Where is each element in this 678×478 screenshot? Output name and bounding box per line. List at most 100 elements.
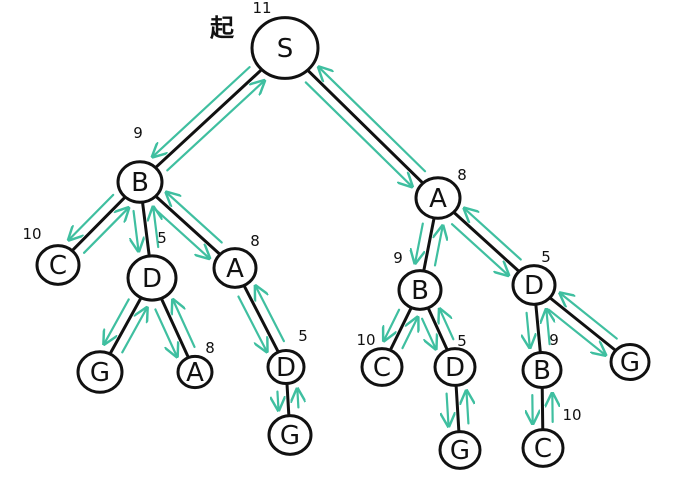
node-cost-label: 10 [22, 225, 41, 243]
node-label: G [280, 421, 300, 451]
node-label: G [450, 436, 470, 466]
tree-edge-b1-d1 [141, 202, 151, 256]
node-circle [438, 430, 482, 470]
tree-node-c3: C 10 [521, 406, 582, 468]
tree-edge-b3-c3 [540, 387, 545, 430]
traverse-down-arrow-s-b1 [154, 66, 251, 156]
tree-node-d2: D5 [266, 327, 308, 386]
node-cost-label: 8 [250, 232, 260, 250]
node-label: C [373, 353, 391, 383]
traverse-up-arrow-b2-d4 [440, 310, 455, 341]
tree-node-g2: G [267, 414, 313, 456]
start-label: 起 [209, 14, 235, 42]
traverse-up-arrow-d1-a3 [174, 301, 196, 349]
node-label: G [90, 358, 110, 388]
node-cost-label: 9 [133, 124, 143, 142]
node-label: G [620, 348, 640, 378]
node-circle [212, 247, 258, 289]
node-circle [250, 16, 320, 80]
tree-edge-s-b1 [154, 68, 263, 169]
traverse-up-arrow-b1-c1 [82, 209, 127, 254]
traverse-up-arrow-a2-d2 [256, 287, 285, 343]
tree-node-b1: B9 [116, 124, 164, 204]
node-cost-label: 5 [298, 327, 308, 345]
traverse-up-arrow-b2-c2 [401, 319, 417, 350]
node-label: A [186, 358, 204, 388]
traverse-down-arrow-a1-d3 [450, 223, 507, 274]
traverse-up-arrow-a1-d3 [465, 209, 522, 261]
traverse-up-arrow-s-a1 [320, 68, 427, 173]
node-label: A [429, 184, 447, 214]
node-circle [521, 351, 563, 389]
tree-node-d3: D5 [511, 248, 557, 306]
node-label: C [49, 251, 67, 281]
traverse-down-arrow-d2-g2 [277, 390, 278, 409]
node-circle [414, 176, 462, 220]
tree-edge-b1-c1 [71, 196, 127, 252]
tree-edge-a1-d3 [452, 211, 520, 273]
node-circle [116, 160, 164, 204]
traversal-arrows-layer [70, 66, 618, 425]
node-cost-label: 9 [549, 331, 559, 349]
node-cost-label: 10 [562, 406, 581, 424]
tree-node-a3: A8 [176, 339, 215, 390]
node-cost-label: 8 [205, 339, 215, 357]
node-cost-label: 5 [457, 332, 467, 350]
node-cost-label: 11 [252, 0, 271, 17]
traverse-down-arrow-b2-c2 [385, 308, 401, 339]
traverse-up-arrow-d2-g2 [297, 390, 298, 409]
traverse-down-arrow-d3-b3 [527, 311, 530, 346]
traverse-down-arrow-b1-c1 [70, 193, 115, 239]
tree-edge-d1-a3 [160, 298, 190, 359]
tree-node-c1: C 10 [22, 225, 81, 286]
node-cost-label: 5 [541, 248, 551, 266]
tree-edge-s-a1 [307, 69, 424, 185]
traverse-down-arrow-a2-d2 [237, 295, 266, 351]
tree-node-b3: B9 [521, 331, 563, 389]
tree-node-a1: A8 [414, 166, 467, 220]
traverse-down-arrow-d1-g1 [105, 298, 130, 342]
node-circle [35, 244, 81, 286]
tree-node-a2: A8 [212, 232, 260, 289]
node-circle [609, 343, 651, 381]
tree-node-d4: D5 [433, 332, 477, 387]
node-label: B [533, 356, 551, 386]
traverse-down-arrow-b1-d1 [134, 209, 139, 249]
traverse-down-arrow-b2-d4 [420, 317, 435, 348]
traverse-down-arrow-d1-a3 [154, 308, 176, 355]
tree-edge-a2-d2 [243, 285, 280, 353]
traverse-up-arrow-a1-b2 [435, 227, 442, 267]
tree-node-c2: C 10 [356, 331, 404, 387]
traverse-down-arrow-d3-g4 [547, 308, 604, 354]
node-cost-label: 5 [157, 229, 167, 247]
node-cost-label: 10 [356, 331, 375, 349]
traverse-up-arrow-d1-g1 [121, 309, 146, 354]
tree-edge-d2-g2 [285, 383, 291, 416]
traverse-up-arrow-b1-d1 [153, 209, 158, 249]
node-circle [267, 414, 313, 456]
node-label: A [226, 254, 244, 284]
traverse-down-arrow-s-a1 [304, 81, 411, 185]
tree-edge-d4-g3 [454, 385, 461, 432]
node-label: B [131, 168, 149, 198]
node-circle [176, 354, 214, 390]
traverse-up-arrow-b1-a2 [167, 193, 223, 244]
node-label: D [276, 353, 296, 383]
traverse-up-arrow-s-b1 [166, 82, 263, 172]
traverse-up-arrow-d3-b3 [546, 311, 549, 346]
tree-node-b2: B9 [393, 249, 443, 311]
tree-node-g1: G [76, 350, 124, 394]
node-label: C [534, 434, 552, 464]
node-circle [360, 347, 404, 387]
tree-node-d1: D5 [126, 229, 178, 302]
node-circle [397, 269, 443, 311]
node-circle [433, 347, 477, 387]
tree-edge-d3-b3 [534, 304, 542, 353]
tree-node-g3: G [438, 430, 482, 470]
node-label: S [277, 34, 294, 64]
node-label: D [524, 271, 544, 301]
node-cost-label: 8 [457, 166, 467, 184]
traverse-up-arrow-d4-g3 [467, 392, 469, 425]
traverse-down-arrow-b1-a2 [152, 207, 208, 257]
traverse-down-arrow-a1-b2 [415, 222, 422, 262]
